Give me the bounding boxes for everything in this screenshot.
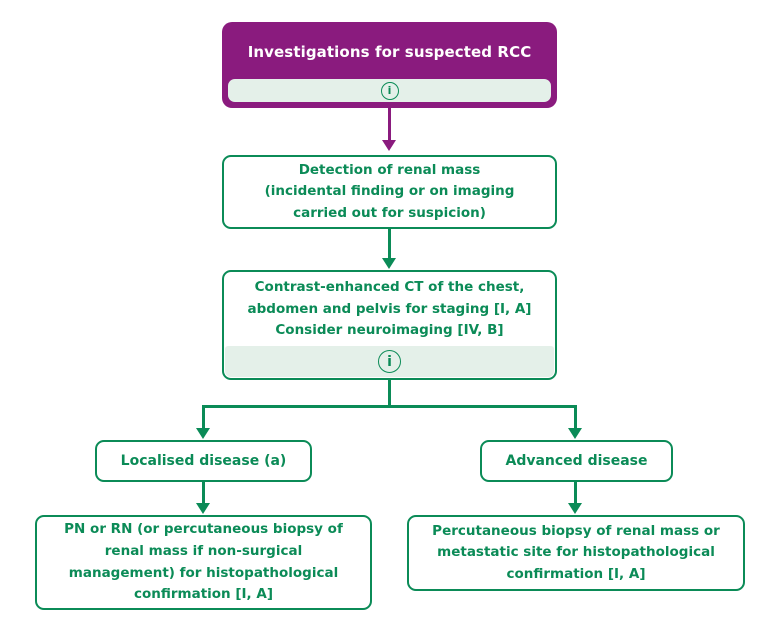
localised-action-text: PN or RN (or percutaneous biopsy of rena… [64,521,343,603]
arrowhead-detection-staging [382,258,396,269]
arrowhead-branch-right [568,428,582,439]
branch-right-drop [574,405,577,429]
connector-localised-action [202,482,205,504]
arrowhead-header-detection [382,140,396,151]
detection-node: Detection of renal mass (incidental find… [222,155,557,229]
advanced-action-text: Percutaneous biopsy of renal mass or met… [432,522,720,582]
staging-text: Contrast-enhanced CT of the chest, abdom… [247,279,532,339]
detection-text: Detection of renal mass (incidental find… [264,161,515,221]
header-node: Investigations for suspected RCC i [222,22,557,108]
info-icon-glyph: i [387,353,392,370]
branch-left-drop [202,405,205,429]
localised-action-node: PN or RN (or percutaneous biopsy of rena… [35,515,372,610]
staging-info-button[interactable]: i [225,346,554,377]
branch-crossbar [202,405,577,408]
connector-detection-staging [388,229,391,259]
advanced-disease-node: Advanced disease [480,440,673,482]
header-title: Investigations for suspected RCC [247,42,532,61]
advanced-disease-label: Advanced disease [505,453,648,469]
arrowhead-localised-action [196,503,210,514]
info-icon: i [380,81,399,100]
branch-stem [388,380,391,407]
connector-advanced-action [574,482,577,504]
localised-disease-node: Localised disease (a) [95,440,312,482]
arrowhead-branch-left [196,428,210,439]
connector-header-detection [388,108,391,141]
localised-disease-label: Localised disease (a) [120,453,287,469]
advanced-action-node: Percutaneous biopsy of renal mass or met… [407,515,745,591]
staging-node: Contrast-enhanced CT of the chest, abdom… [222,270,557,380]
arrowhead-advanced-action [568,503,582,514]
info-icon: i [378,350,401,373]
header-info-button[interactable]: i [228,79,551,102]
info-icon-glyph: i [387,84,392,97]
